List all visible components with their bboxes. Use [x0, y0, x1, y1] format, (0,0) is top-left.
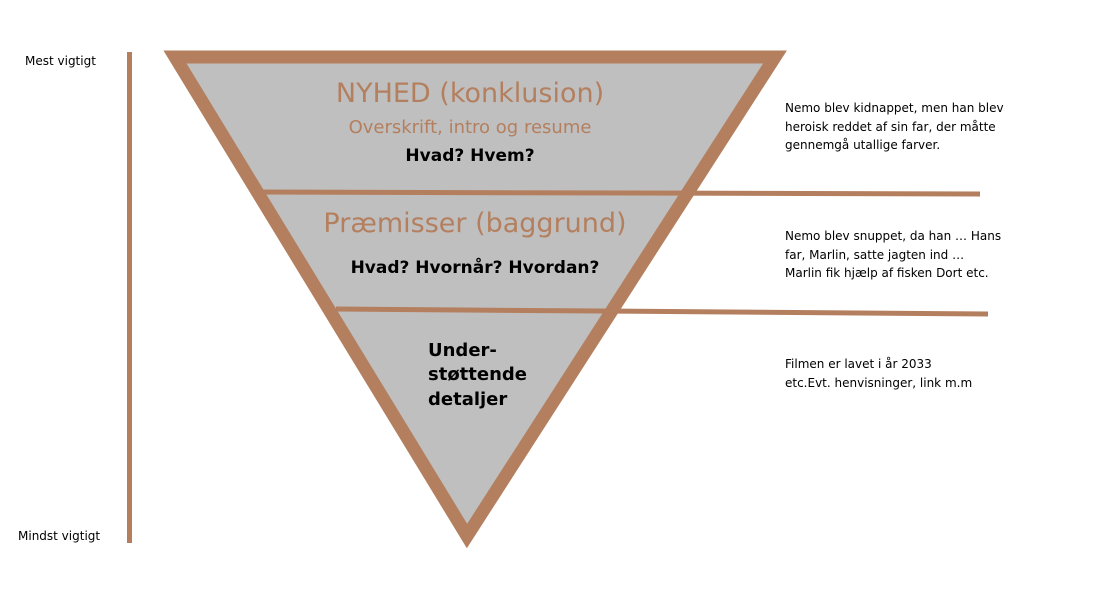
level-2-title: Præmisser (baggrund) — [323, 208, 627, 239]
divider-level-1 — [259, 189, 981, 197]
level-1-title: NYHED (konklusion) — [335, 78, 605, 109]
level-1-subtitle: Overskrift, intro og resume — [348, 117, 592, 138]
axis-label-least-important: Mindst vigtigt — [18, 529, 101, 543]
level-1-questions: Hvad? Hvem? — [405, 146, 535, 166]
level-2-questions: Hvad? Hvornår? Hvordan? — [350, 258, 600, 278]
divider-level-2 — [335, 306, 989, 317]
level-2-note: Nemo blev snuppet, da han … Hans far, Ma… — [785, 229, 1002, 281]
level-3-label: Under- støttende detaljer — [428, 340, 528, 410]
level-1-note: Nemo blev kidnappet, men han blev herois… — [785, 101, 1004, 153]
importance-axis-line — [127, 52, 132, 543]
axis-label-most-important: Mest vigtigt — [25, 54, 96, 68]
pyramid-triangle — [163, 50, 787, 549]
level-3-note: Filmen er lavet i år 2033 etc.Evt. henvi… — [785, 357, 973, 390]
